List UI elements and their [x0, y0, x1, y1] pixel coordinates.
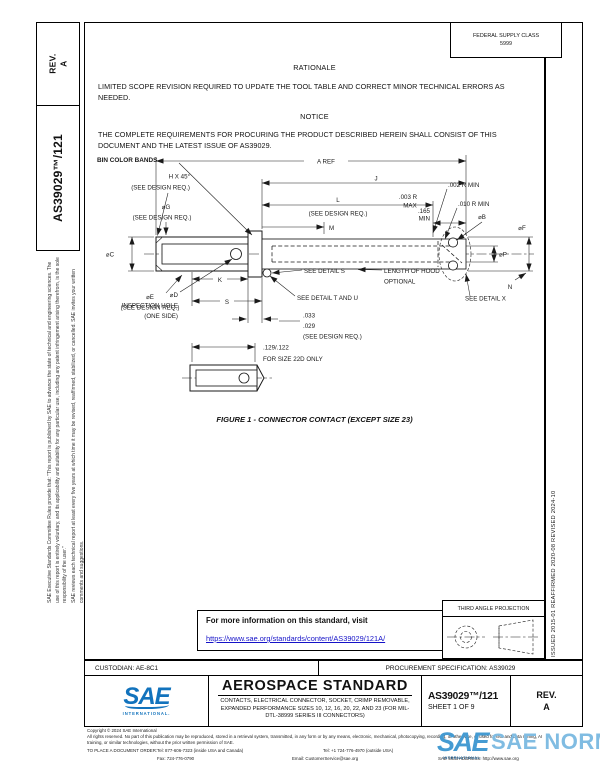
title-block-row-top: CUSTODIAN: AE-8C1 PROCUREMENT SPECIFICAT… [85, 661, 582, 676]
label-129-122: .129/.122 [263, 345, 289, 352]
label-h-x45-note: (SEE DESIGN REQ.) [131, 185, 190, 192]
label-dia-g: ⌀G [162, 204, 171, 211]
fsc-line1: FEDERAL SUPPLY CLASS [472, 33, 540, 39]
dimension-labels: BIN COLOR BANDS A REF J L (SEE DESIGN RE… [97, 157, 526, 363]
web-address-line: SAE WEB ADDRESS: http://www.sae.org [438, 756, 519, 761]
label-bin-color-bands: BIN COLOR BANDS [97, 157, 158, 164]
sae-logo-swoosh-icon [124, 705, 169, 710]
rev-box-text: REV. A [47, 54, 68, 74]
margin-disclaimer-1: SAE Executive Standards Committee Rules … [47, 257, 68, 603]
inspection-hole [230, 248, 242, 260]
fax-line: Fax: 724-776-0790 [157, 756, 195, 761]
sae-logo-text: SAE [123, 682, 170, 710]
standard-link[interactable]: https://www.sae.org/standards/content/AS… [206, 634, 386, 643]
label-detail-s: SEE DETAIL S [304, 268, 345, 275]
notice-heading: NOTICE [300, 112, 329, 121]
doc-number-cell: AS39029™/121 SHEET 1 OF 9 [422, 676, 511, 726]
label-l: L [336, 197, 340, 204]
procur ement-cell: PROCUREMENT SPECIFICATION: AS39029 [385, 664, 516, 672]
standard-title-cell: AEROSPACE STANDARD CONTACTS, ELECTRICAL … [209, 676, 422, 726]
label-dia-p: ⌀P [499, 252, 507, 259]
third-angle-projection-box: THIRD ANGLE PROJECTION [442, 600, 545, 659]
tel-inside: Tel: 877-606-7323 (inside USA and Canada… [157, 748, 244, 753]
label-detail-x: SEE DETAIL X [465, 296, 506, 303]
label-dia-e-note: (SEE DESIGN REQ.) [121, 305, 180, 312]
label-m: M [329, 225, 334, 232]
sheet-number: SHEET 1 OF 9 [428, 704, 475, 711]
rationale-text: LIMITED SCOPE REVISION REQUIRED TO UPDAT… [98, 82, 505, 102]
more-info-text: For more information on this standard, v… [206, 616, 368, 625]
label-l-note: (SEE DESIGN REQ.) [309, 211, 368, 218]
label-hood-1: LENGTH OF HOOD [384, 268, 440, 275]
label-dia-f: ⌀F [518, 225, 526, 232]
dimension-lines [128, 155, 533, 323]
custodian-cell: CUSTODIAN: AE-8C1 [85, 661, 319, 675]
label-165-2: MIN [419, 216, 430, 223]
doc-number-box: AS39029™/121 [36, 105, 80, 251]
title-block: CUSTODIAN: AE-8C1 PROCUREMENT SPECIFICAT… [84, 660, 583, 727]
label-033-note: (SEE DESIGN REQ.) [303, 334, 362, 341]
more-info-box: For more information on this standard, v… [197, 610, 443, 651]
rationale-heading: RATIONALE [293, 63, 336, 72]
label-165-1: .165 [418, 208, 431, 215]
label-029: .029 [303, 323, 316, 330]
label-dia-g-note: (SEE DESIGN REQ.) [133, 215, 192, 222]
label-r003-1: .003 R [399, 194, 418, 201]
right-margin-strip [545, 22, 583, 660]
doc-number-vertical: AS39029™/121 [51, 134, 66, 222]
label-r002: .002 R MIN [448, 182, 479, 189]
order-label: TO PLACE A DOCUMENT ORDER: [87, 748, 158, 753]
connector-contact-drawing: BIN COLOR BANDS A REF J L (SEE DESIGN RE… [97, 155, 534, 392]
copyright-line: Copyright © 2024 SAE International [87, 728, 157, 733]
label-s: S [225, 299, 229, 306]
email-line: Email: CustomerService@sae.org [292, 756, 359, 761]
label-dia-d-note1: INSPECTION HOLE [122, 303, 178, 310]
rev-value: A [57, 60, 68, 68]
doc-number: AS39029™/121 [428, 691, 499, 702]
label-dia-e: ⌀E [146, 294, 154, 301]
label-dia-d-note2: (ONE SIDE) [144, 313, 178, 320]
label-hood-2: OPTIONAL [384, 279, 416, 286]
title-block-row-main: SAE INTERNATIONAL. AEROSPACE STANDARD CO… [85, 676, 582, 726]
label-n: N [508, 284, 512, 291]
label-dia-d: ⌀D [170, 292, 179, 299]
sae-logo: SAE INTERNATIONAL. [85, 676, 209, 726]
figure-caption: FIGURE 1 - CONNECTOR CONTACT (EXCEPT SIZ… [216, 415, 413, 424]
label-detail-tu: SEE DETAIL T AND U [297, 295, 358, 302]
rev-cell-value: A [543, 702, 550, 712]
tel-outside: Tel: +1 724-776-4970 (outside USA) [323, 748, 394, 753]
rev-cell-label: REV. [536, 690, 557, 700]
size22d-subfigure [182, 343, 272, 392]
revision-history-vertical: ISSUED 2015-01 REAFFIRMED 2020-08 REVISE… [551, 490, 557, 657]
rev-label: REV. [47, 53, 58, 75]
label-k: K [218, 277, 223, 284]
standard-subtitle: CONTACTS, ELECTRICAL CONNECTOR, SOCKET, … [220, 698, 410, 720]
drawing-frame: RATIONALE LIMITED SCOPE REVISION REQUIRE… [84, 22, 545, 660]
rev-box: REV. A [36, 22, 80, 106]
rev-cell: REV. A [511, 676, 582, 726]
label-033: .033 [303, 313, 316, 320]
label-r010: .010 R MIN [458, 201, 489, 208]
label-size-22d: FOR SIZE 22D ONLY [263, 356, 323, 363]
projection-title: THIRD ANGLE PROJECTION [443, 601, 544, 617]
label-a-ref: A REF [317, 158, 335, 165]
notice-text: THE COMPLETE REQUIREMENTS FOR PROCURING … [98, 130, 497, 150]
label-r003-2: MAX [403, 203, 416, 210]
label-h-x45: H X 45° [169, 174, 191, 181]
standard-type-title: AEROSPACE STANDARD [218, 678, 412, 696]
label-dia-c: ⌀C [106, 252, 115, 259]
federal-supply-class-box: FEDERAL SUPPLY CLASS 5999 [450, 22, 562, 58]
projection-symbol-icon [447, 619, 539, 655]
detail-balloon [438, 226, 472, 282]
part-geometry [144, 226, 534, 282]
label-j: J [374, 176, 377, 183]
sae-logo-subtext: INTERNATIONAL. [122, 711, 171, 717]
rights-text: All rights reserved. No part of this pub… [87, 734, 543, 746]
label-dia-b: ⌀B [478, 214, 486, 221]
fsc-line2: 5999 [500, 41, 512, 47]
